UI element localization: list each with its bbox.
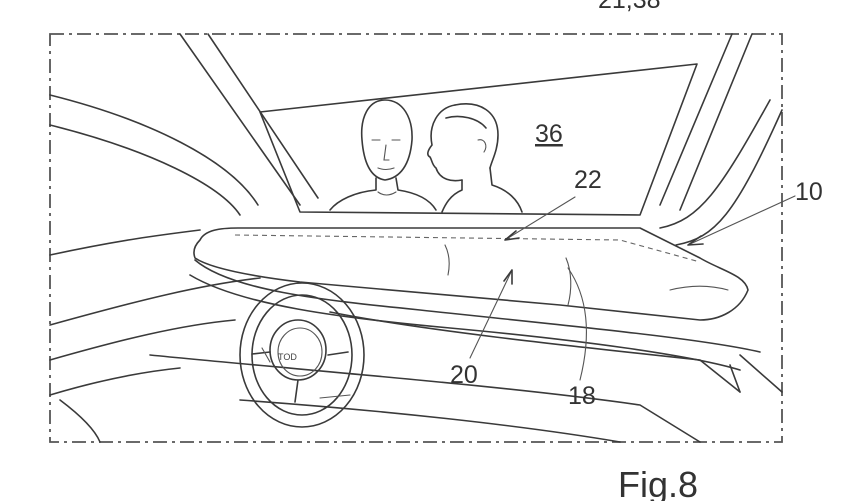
dashed-frame — [49, 33, 783, 443]
arrowhead-20 — [503, 269, 513, 285]
reference-10: 10 — [687, 178, 823, 246]
reference-20: 20 — [450, 269, 513, 389]
label-22: 22 — [574, 166, 602, 194]
person-profile — [427, 103, 523, 213]
label-20: 20 — [450, 361, 478, 389]
side-door-lines — [49, 94, 261, 396]
label-10: 10 — [795, 178, 823, 206]
dashboard-body — [59, 259, 783, 443]
reference-22: 22 — [504, 166, 602, 241]
figure-caption: Fig.8 — [618, 464, 698, 501]
label-18: 18 — [568, 382, 596, 410]
arrowhead-10 — [687, 235, 704, 246]
arrowhead-22 — [504, 230, 520, 241]
person-front — [329, 99, 437, 211]
reference-18: 18 — [567, 267, 596, 410]
wheel-logo-text: TOD — [278, 352, 297, 362]
label-36: 36 — [535, 120, 563, 148]
light-strip — [193, 227, 749, 321]
steering-wheel: TOD — [239, 282, 365, 428]
frame-label: 21,38 — [598, 0, 661, 14]
screen-36 — [259, 63, 698, 216]
windshield-outline — [179, 33, 783, 246]
